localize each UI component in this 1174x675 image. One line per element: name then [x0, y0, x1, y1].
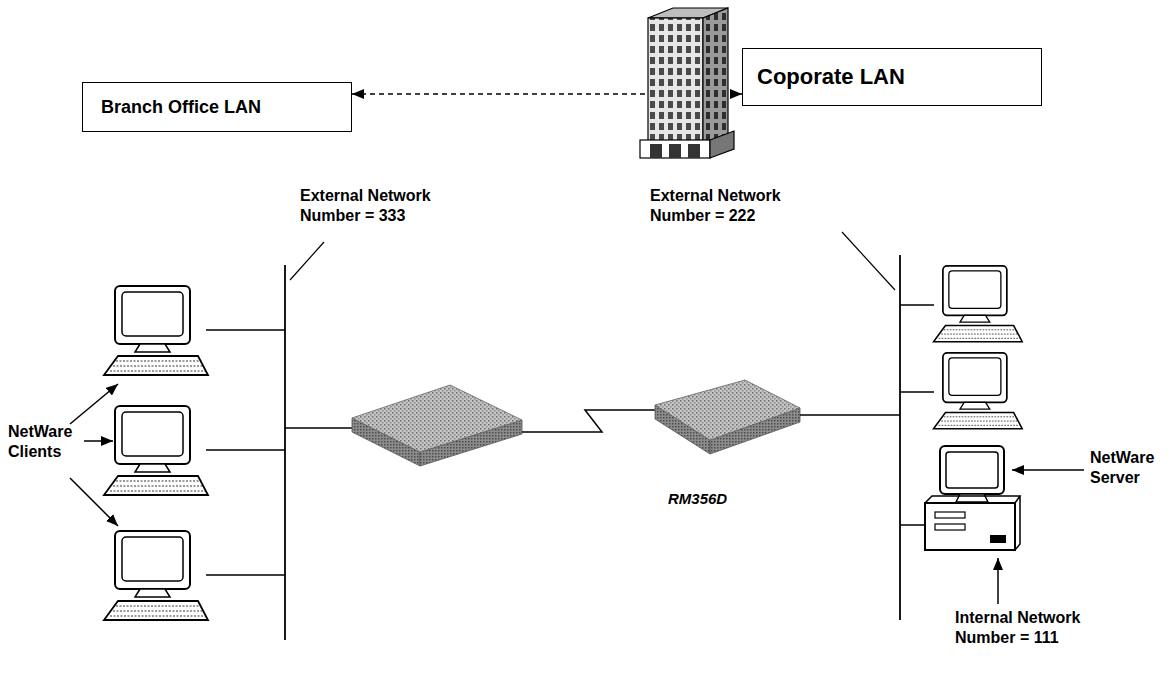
wan-link: [522, 410, 658, 432]
lan-title-box: Branch Office LAN: [82, 82, 352, 132]
client-computer: [104, 406, 208, 495]
corporate-building: [640, 8, 734, 158]
lan-wire: [206, 449, 285, 451]
lan-wire: [900, 391, 934, 393]
lan-wire: [206, 329, 285, 331]
leader-line: [290, 242, 324, 280]
router: [655, 380, 900, 454]
box-title: Branch Office LAN: [101, 97, 261, 118]
lan-wire: [900, 304, 934, 306]
lan-title-box: Coporate LAN: [742, 48, 1042, 106]
network-number-label: External Network Number = 222: [650, 186, 810, 226]
network-number-label: External Network Number = 333: [300, 186, 460, 226]
client-computer: [104, 286, 208, 375]
pointer-arrow: [70, 384, 118, 424]
pointer-arrow: [84, 440, 113, 442]
callout-label: NetWare Server: [1090, 448, 1168, 488]
pointer-arrow: [997, 558, 999, 604]
netware-server: [900, 446, 1020, 550]
device-model-label: RM356D: [668, 490, 788, 509]
lan-wire: [206, 574, 285, 576]
client-computer: [934, 266, 1023, 342]
client-computer: [934, 353, 1023, 429]
callout-label: NetWare Clients: [8, 422, 82, 462]
leader-line: [842, 232, 895, 290]
box-title: Coporate LAN: [757, 64, 905, 90]
pointer-arrow: [1012, 469, 1084, 471]
pointer-arrow: [70, 478, 118, 526]
network-number-label: Internal Network Number = 111: [955, 608, 1115, 648]
client-computer: [104, 531, 208, 620]
lan-bus: [899, 255, 901, 620]
lan-bus: [284, 265, 286, 640]
router: [285, 385, 522, 466]
